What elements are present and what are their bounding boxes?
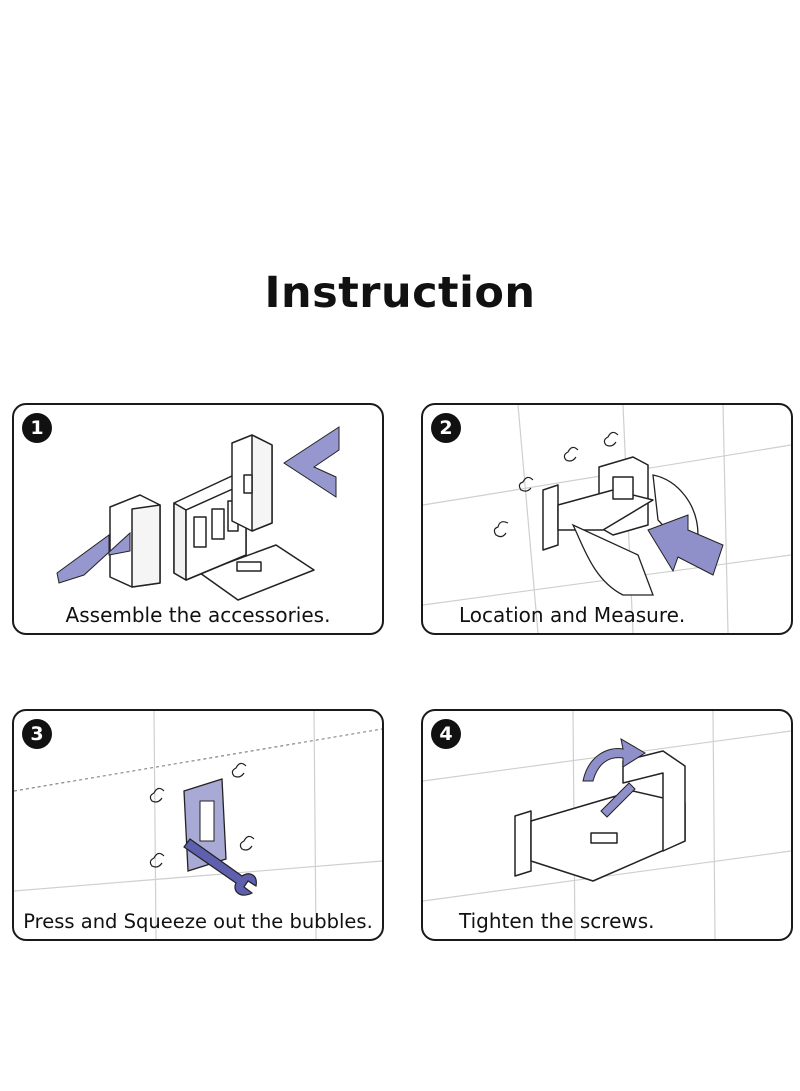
step-caption: Tighten the screws. xyxy=(459,909,655,933)
step-number-badge: 3 xyxy=(22,719,52,749)
page-title: Instruction xyxy=(264,268,536,318)
step-4-panel: 4 Tighten the screws. xyxy=(421,709,793,941)
step-3-panel: 3 Press and Squeeze out the bubbles. xyxy=(12,709,384,941)
step-number-badge: 1 xyxy=(22,413,52,443)
step-number-badge: 2 xyxy=(431,413,461,443)
press-bubbles-illustration xyxy=(14,711,382,939)
assembly-illustration xyxy=(56,426,340,601)
step-2-panel: 2 Location and Measure. xyxy=(421,403,793,635)
step-1-panel: 1 Assemble the accessories. xyxy=(12,403,384,635)
step-caption: Assemble the accessories. xyxy=(65,603,331,627)
step-caption: Press and Squeeze out the bubbles. xyxy=(23,910,373,933)
location-measure-illustration xyxy=(423,405,791,633)
step-caption: Location and Measure. xyxy=(459,603,686,627)
tighten-screws-illustration xyxy=(423,711,791,939)
step-number-badge: 4 xyxy=(431,719,461,749)
